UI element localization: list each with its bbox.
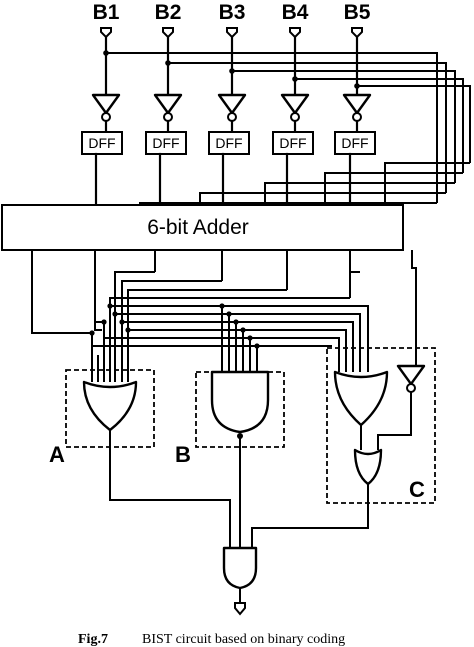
dff-4: DFF	[272, 131, 314, 155]
input-label-b4: B4	[282, 1, 309, 24]
group-b: B	[175, 370, 285, 467]
input-inverters	[91, 93, 372, 122]
and-gate-c	[353, 448, 383, 486]
input-pin-b4	[289, 27, 301, 39]
input-label-b1: B1	[93, 1, 120, 24]
dff-3: DFF	[208, 131, 250, 155]
and-gate-b	[210, 370, 270, 434]
input-labels: B1 B2 B3 B4 B5	[93, 1, 371, 24]
or-gate-c	[333, 370, 389, 427]
or-gate-a	[82, 380, 138, 432]
dff-1: DFF	[81, 131, 123, 155]
input-label-b2: B2	[155, 1, 182, 24]
figure-caption: Fig.7 BIST circuit based on binary codin…	[78, 632, 345, 647]
inverter-b3	[217, 93, 247, 122]
input-pin-b2	[162, 27, 174, 39]
input-label-b3: B3	[219, 1, 246, 24]
final-and-gate	[222, 546, 258, 590]
dff-5-label: DFF	[341, 135, 368, 151]
group-b-label: B	[175, 442, 191, 467]
six-bit-adder: 6-bit Adder	[1, 204, 404, 251]
inverter-b1	[91, 93, 121, 122]
feedback-bus	[103, 50, 471, 205]
adder-output-bus	[31, 250, 417, 372]
flipflops: DFF DFF DFF DFF DFF	[81, 131, 376, 155]
dff-3-label: DFF	[215, 135, 242, 151]
caption-label: Fig.7	[78, 632, 108, 647]
dff-2-label: DFF	[152, 135, 179, 151]
adder-label: 6-bit Adder	[147, 216, 249, 239]
inverter-b5	[342, 93, 372, 122]
input-label-b5: B5	[344, 1, 371, 24]
group-a: A	[49, 355, 155, 467]
dff-4-label: DFF	[279, 135, 306, 151]
dff-2: DFF	[145, 131, 187, 155]
final-stage	[109, 430, 369, 616]
inverter-b4	[280, 93, 310, 122]
dff-adder-wires	[94, 152, 352, 207]
inverter-b2	[153, 93, 183, 122]
output-pin	[234, 602, 246, 616]
dff-5: DFF	[334, 131, 376, 155]
inverter-c	[396, 364, 426, 386]
input-pins	[100, 27, 363, 39]
input-pin-b1	[100, 27, 112, 39]
input-pin-b3	[226, 27, 238, 39]
group-a-label: A	[49, 442, 65, 467]
dff-1-label: DFF	[88, 135, 115, 151]
inverter-dff-wires	[104, 119, 359, 134]
group-c-box	[326, 347, 436, 504]
input-pin-b5	[351, 27, 363, 39]
group-c-label: C	[409, 477, 425, 502]
input-wires	[104, 35, 359, 97]
group-c: C	[326, 347, 436, 504]
caption-text: BIST circuit based on binary coding	[142, 632, 345, 647]
